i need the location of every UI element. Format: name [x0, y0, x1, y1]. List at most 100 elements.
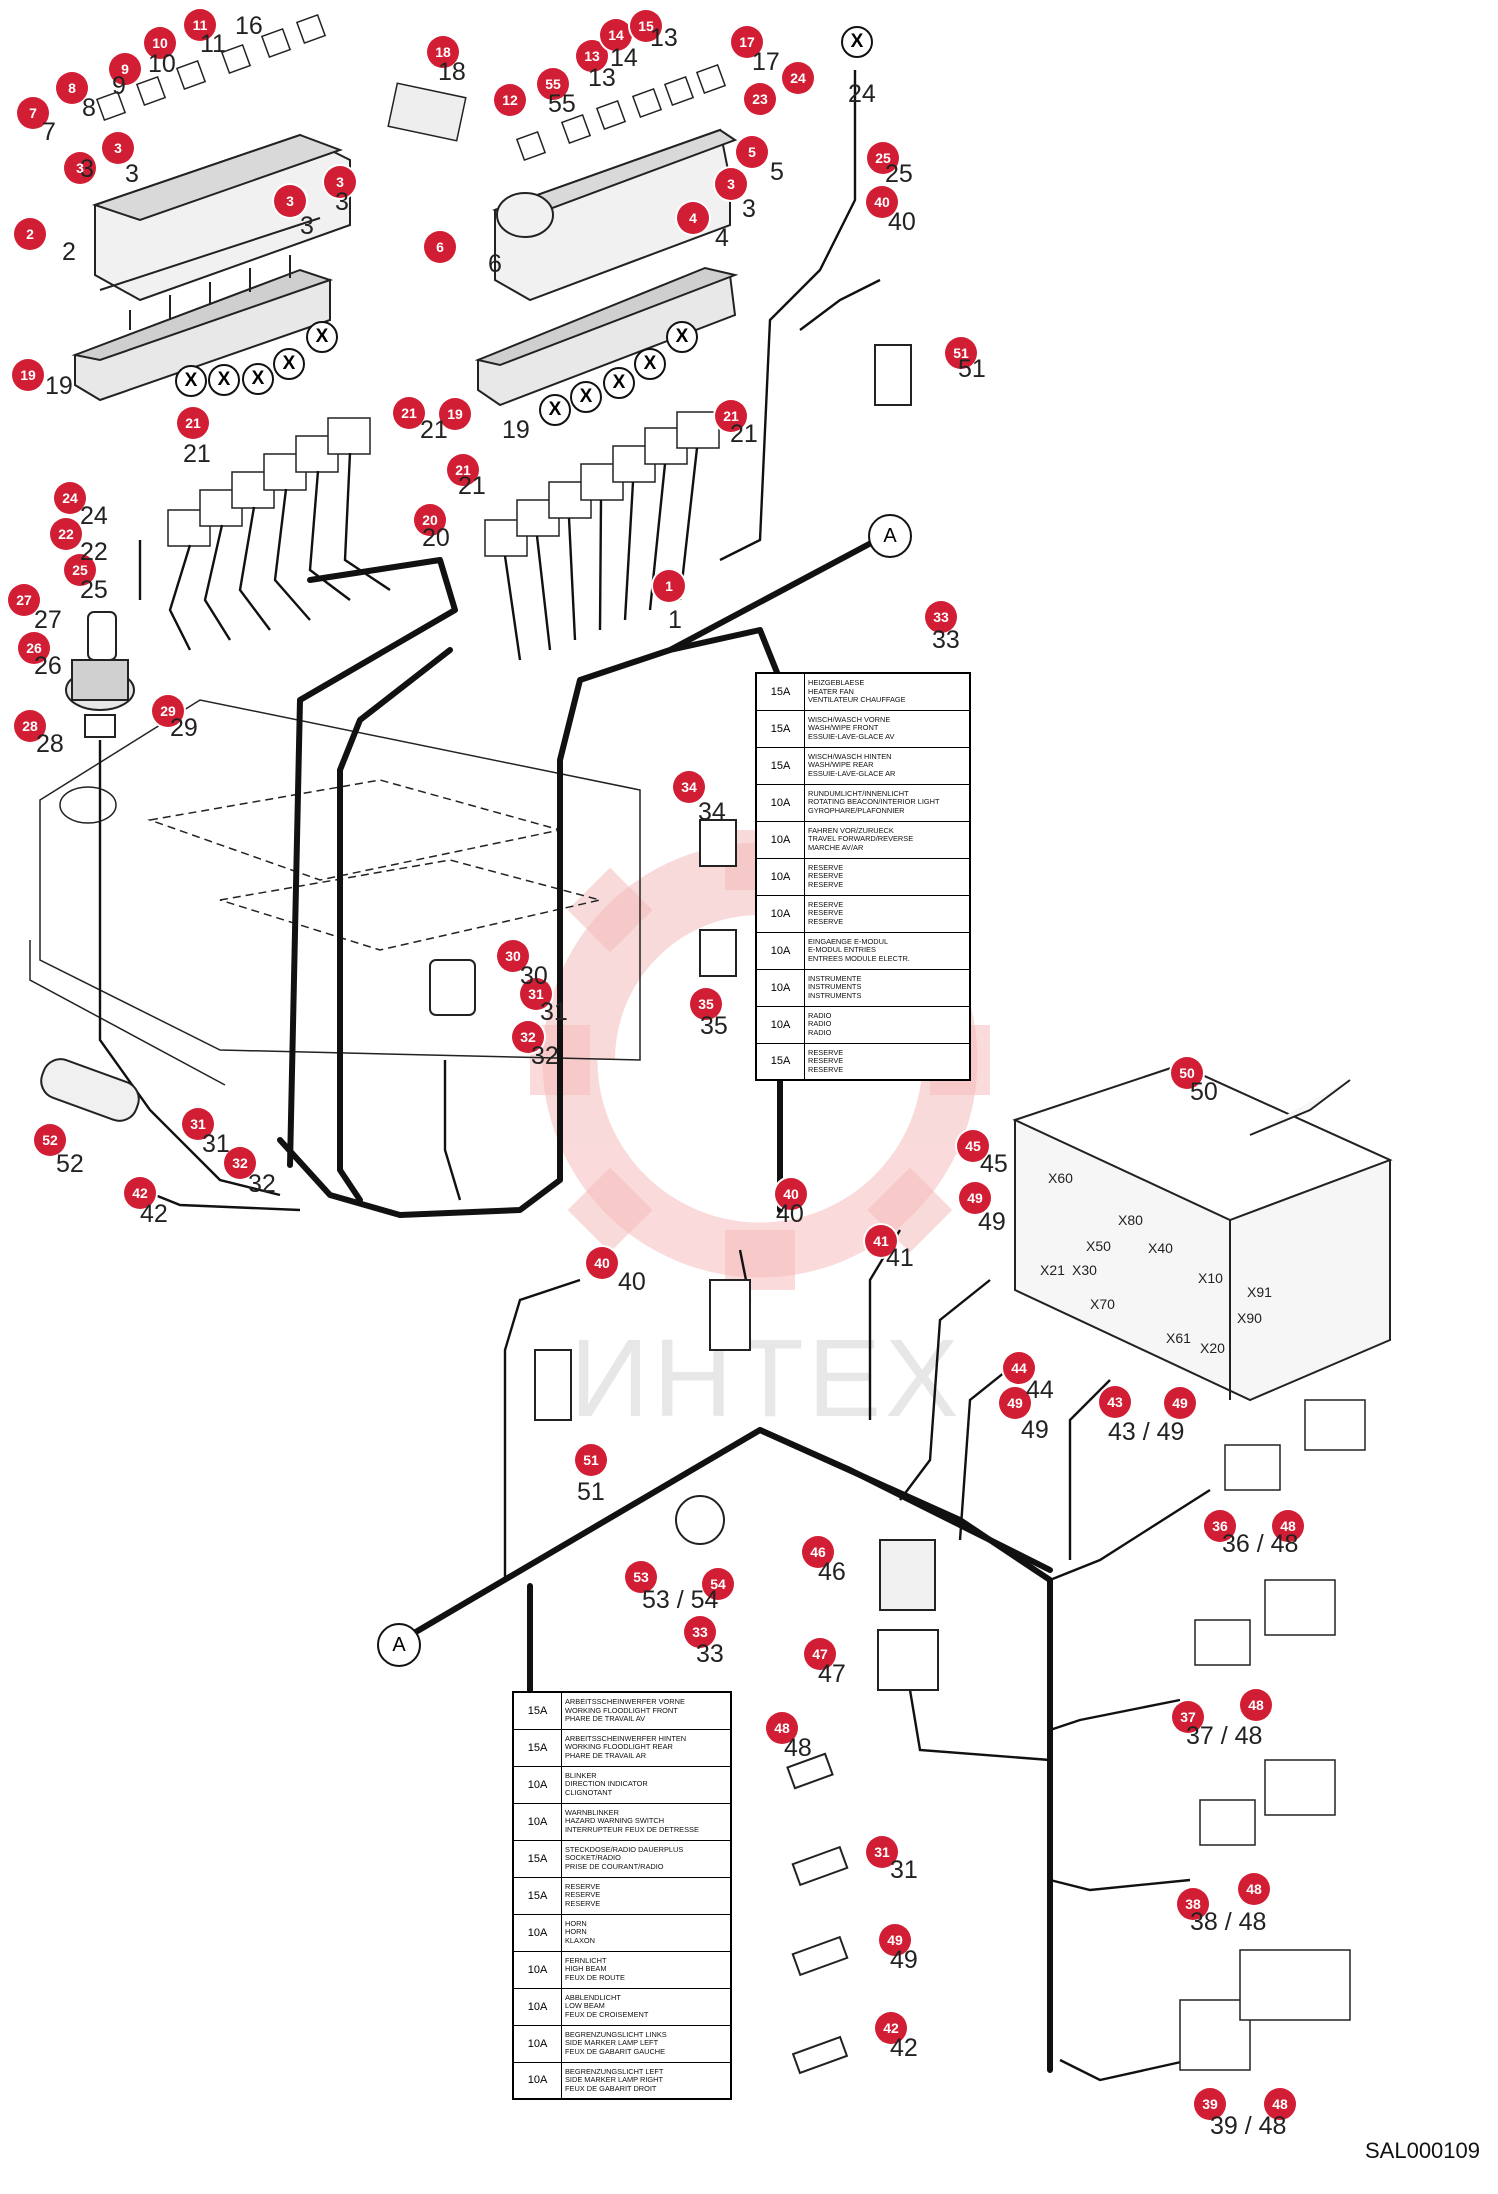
callout-badge: 31 — [520, 978, 552, 1010]
terminal-parts — [675, 1495, 849, 2075]
fuse-description-line: STECKDOSE/RADIO DAUERPLUS — [565, 1844, 684, 1854]
part-number-label: 19 — [45, 372, 73, 400]
fuse-description-line: BEGRENZUNGSLICHT LEFT — [565, 2066, 664, 2076]
fuse-rating: 10A — [755, 1005, 805, 1044]
callout-badge: 25 — [64, 554, 96, 586]
callout-badge: 22 — [50, 518, 82, 550]
callout-badge: 21 — [177, 407, 209, 439]
callout-badge: 31 — [182, 1108, 214, 1140]
switch-panel-left — [71, 133, 351, 402]
part-number-label: 51 — [958, 355, 986, 383]
callout-badge: 21 — [447, 454, 479, 486]
callout-badge: 1 — [653, 570, 685, 602]
callout-badge: 12 — [494, 84, 526, 116]
callout-badge: 7 — [17, 97, 49, 129]
callout-badge: 3 — [715, 168, 747, 200]
fuse-rating: 15A — [512, 1728, 562, 1767]
fuse-description-line: WORKING FLOODLIGHT FRONT — [565, 1705, 678, 1715]
fuse-rating: 10A — [512, 1765, 562, 1804]
part-number-label: 50 — [1190, 1078, 1218, 1106]
module-socket-label: X90 — [1237, 1310, 1262, 1326]
callout-badge: 15 — [630, 10, 662, 42]
part-number-label: 41 — [886, 1244, 914, 1272]
connector-blocks-right — [484, 411, 720, 557]
fuse-description-line: HIGH BEAM — [565, 1964, 607, 1974]
callout-badge: 46 — [802, 1536, 834, 1568]
fuse-description-line: FEUX DE ROUTE — [565, 1972, 625, 1982]
callout-badge: 48 — [766, 1712, 798, 1744]
relay-parts — [40, 344, 939, 1691]
part-number-label: 25 — [885, 160, 913, 188]
part-number-label: 49 — [890, 1946, 918, 1974]
part-number-label: 42 — [890, 2034, 918, 2062]
part-number-label: 24 — [80, 502, 108, 530]
fuse-description-line: HAZARD WARNING SWITCH — [565, 1816, 665, 1826]
a-reference-mark: A — [377, 1623, 421, 1667]
callout-badge: 32 — [224, 1147, 256, 1179]
x-reference-mark: X — [306, 321, 338, 353]
callout-badge: 53 — [625, 1561, 657, 1593]
part-number-label: 42 — [140, 1200, 168, 1228]
callout-badge: 2 — [14, 218, 46, 250]
watermark-text: ИНТЕХ — [570, 1317, 963, 1440]
fuse-description-line: TRAVEL FORWARD/REVERSE — [808, 834, 914, 844]
module-socket-label: X50 — [1086, 1238, 1111, 1254]
callout-badge: 33 — [925, 601, 957, 633]
fuse-description-line: FEUX DE CROISEMENT — [565, 2009, 649, 2019]
connector-blocks-left — [167, 417, 371, 547]
fuse-description-line: FEUX DE GABARIT GAUCHE — [565, 2046, 666, 2056]
fuse-rating: 10A — [512, 1802, 562, 1841]
callout-badge: 37 — [1172, 1701, 1204, 1733]
part-number-label: 11 — [200, 30, 226, 58]
fuse-rating: 10A — [755, 857, 805, 896]
callout-badge: 48 — [1264, 2088, 1296, 2120]
fuse-description-line: INTERRUPTEUR FEUX DE DETRESSE — [565, 1824, 699, 1834]
switch-icons-left — [95, 13, 327, 122]
part-number-label: 21 — [458, 472, 486, 500]
callout-badge: 42 — [875, 2012, 907, 2044]
fuse-description-line: RESERVE — [808, 899, 844, 909]
fuse-description-line: RESERVE — [565, 1898, 601, 1908]
part-number-label: 46 — [818, 1558, 846, 1586]
callout-badge: 48 — [1272, 1510, 1304, 1542]
fuse-description-line: WORKING FLOODLIGHT REAR — [565, 1742, 673, 1752]
fuse-description-line: SOCKET/RADIO — [565, 1853, 621, 1863]
callout-badge: 48 — [1240, 1689, 1272, 1721]
module-socket-label: X21 — [1040, 1262, 1065, 1278]
module-socket-label: X61 — [1166, 1330, 1191, 1346]
part-number-label: 16 — [235, 12, 263, 40]
callout-badge: 20 — [414, 504, 446, 536]
ignition-switch — [65, 611, 135, 738]
callout-badge: 8 — [56, 72, 88, 104]
part-number-label: 22 — [80, 538, 108, 566]
part-number-label: 17 — [752, 48, 780, 76]
part-number-label: 25 — [80, 576, 108, 604]
fuse-description-line: BEGRENZUNGSLICHT LINKS — [565, 2029, 667, 2039]
x-reference-mark: X — [242, 363, 274, 395]
callout-badge: 45 — [957, 1130, 989, 1162]
fuse-description-line: ROTATING BEACON/INTERIOR LIGHT — [808, 797, 940, 807]
fuse-description-line: ENTREES MODULE ELECTR. — [808, 953, 910, 963]
callout-badge: 36 — [1204, 1510, 1236, 1542]
part-number-label: 36 / 48 — [1222, 1530, 1299, 1558]
callout-badge: 47 — [804, 1638, 836, 1670]
x-reference-mark: X — [175, 365, 207, 397]
callout-badge: 41 — [865, 1225, 897, 1257]
callout-badge: 23 — [744, 83, 776, 115]
fuse-description-line: PHARE DE TRAVAIL AV — [565, 1714, 646, 1723]
